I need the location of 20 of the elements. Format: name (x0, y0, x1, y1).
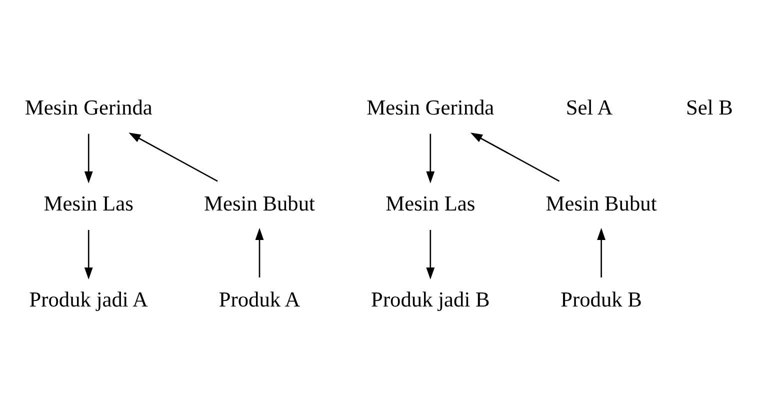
node-text: Mesin Las (386, 192, 476, 216)
node-text: Produk jadi B (371, 288, 490, 312)
node-text: Mesin Bubut (546, 192, 657, 216)
arrow (426, 134, 435, 184)
node-text: Produk B (560, 288, 642, 312)
label: Sel B (686, 95, 733, 120)
arrow (255, 228, 264, 278)
label: Sel A (566, 95, 613, 120)
arrow (470, 132, 560, 182)
node-text: Produk A (218, 288, 300, 312)
arrow (128, 132, 218, 182)
arrow (84, 134, 93, 184)
arrow (84, 230, 93, 280)
node-text: Mesin Bubut (204, 192, 315, 216)
arrow (426, 230, 435, 280)
node-text: Mesin Gerinda (366, 95, 494, 120)
node-text: Mesin Gerinda (24, 95, 152, 120)
node-text: Produk jadi A (29, 288, 148, 312)
arrow (597, 228, 606, 278)
node-text: Mesin Las (44, 192, 134, 216)
